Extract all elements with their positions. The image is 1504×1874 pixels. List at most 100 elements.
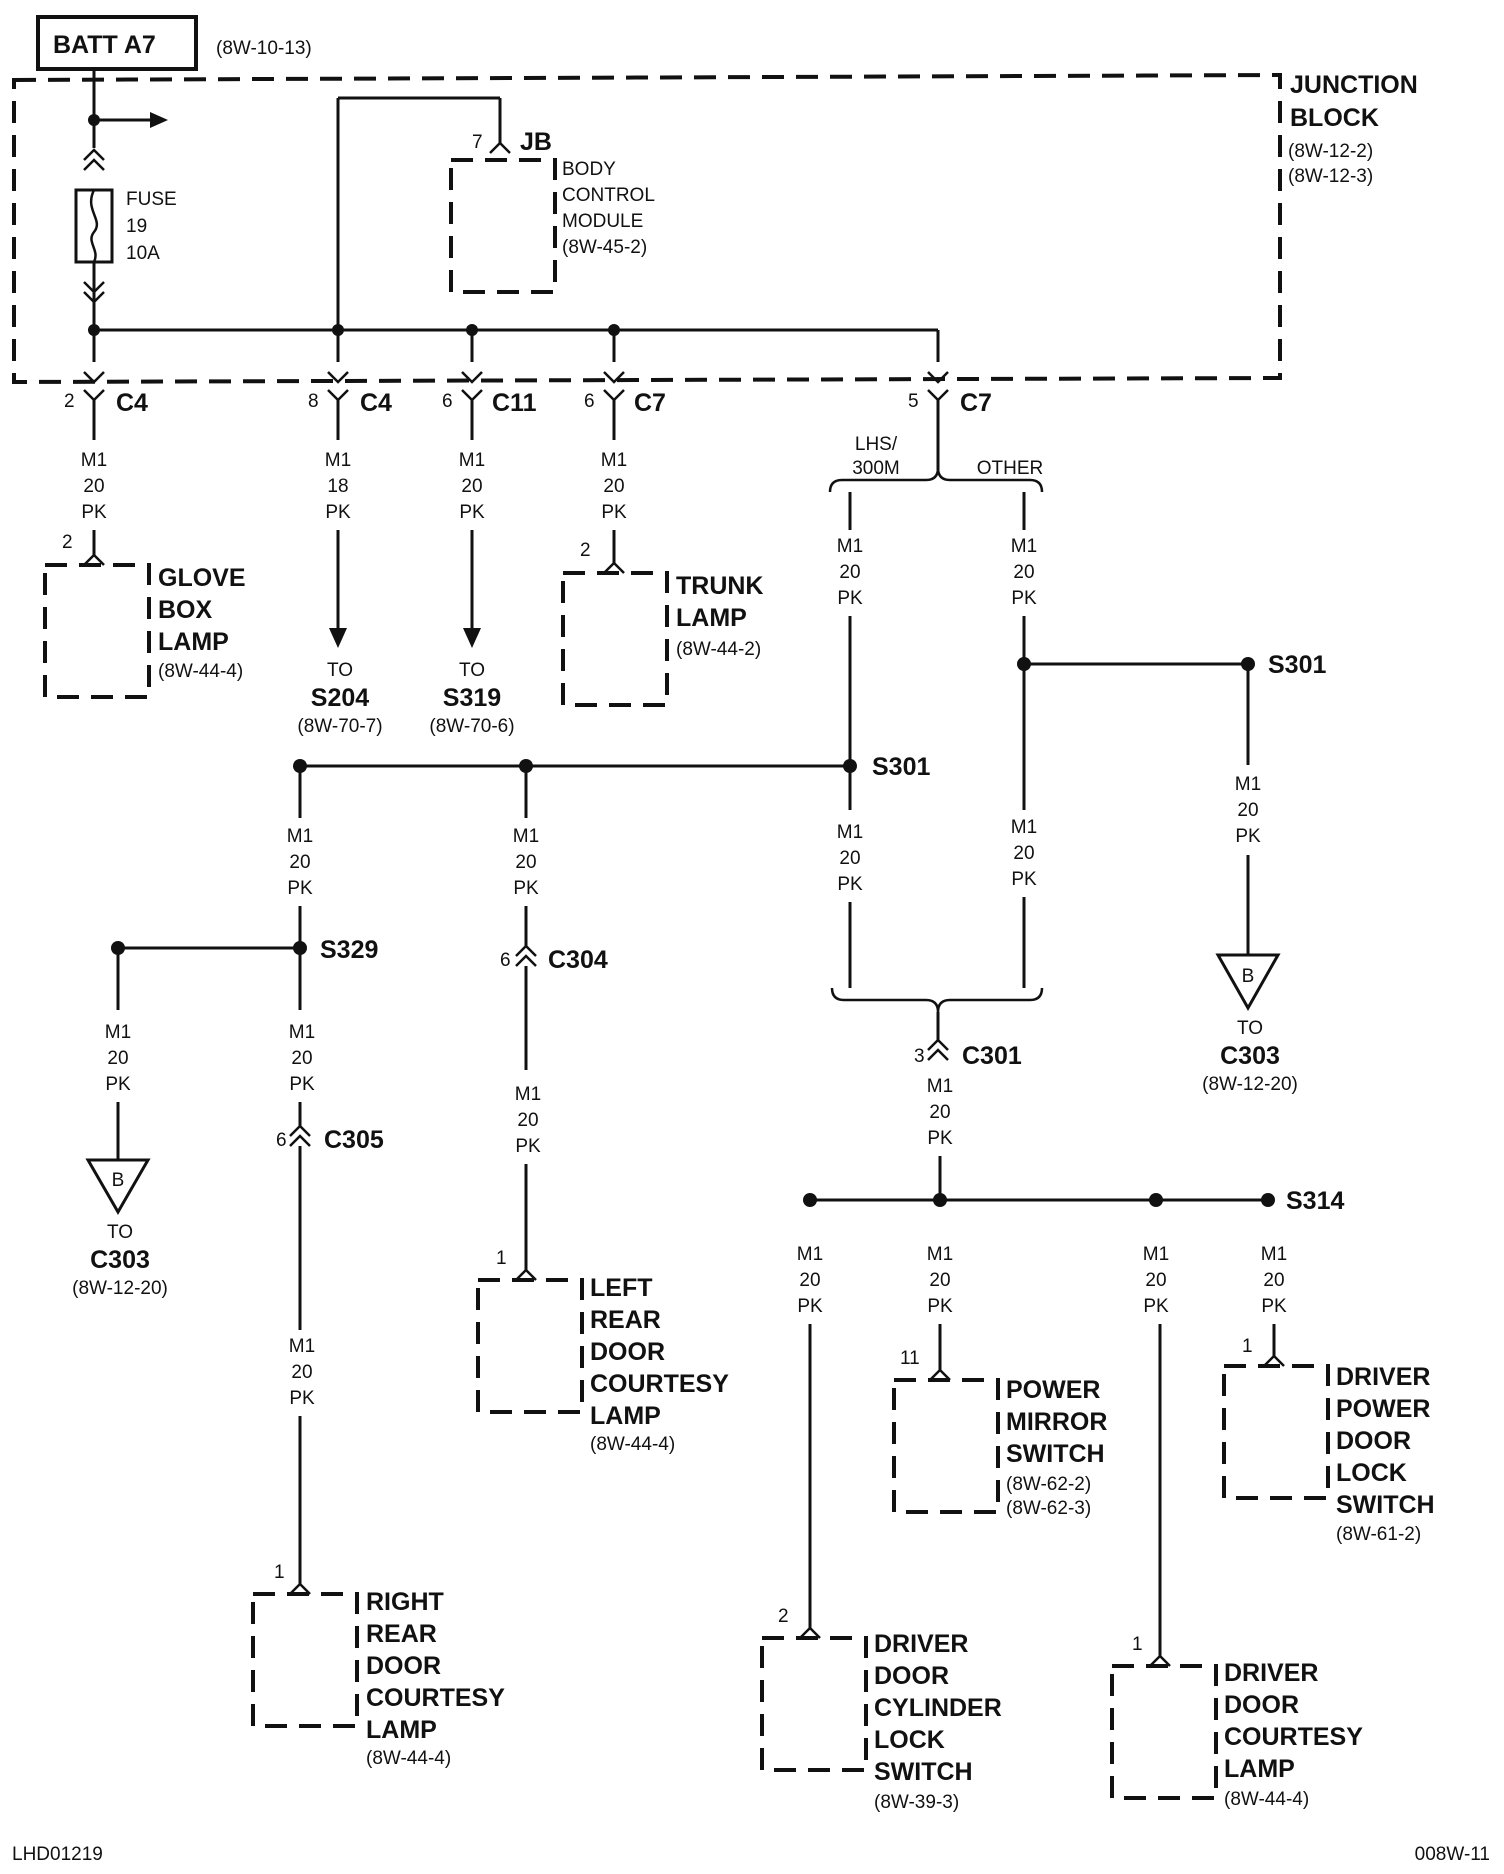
driver-cyl-label-5: SWITCH [874, 1758, 973, 1786]
wire-lhs-color: PK [837, 588, 863, 609]
power-mirror-label-2: MIRROR [1006, 1408, 1107, 1436]
junction-block-outline [12, 72, 1282, 385]
c304-symbol-1 [515, 944, 537, 957]
ground-b-letter-left: B [112, 1170, 125, 1191]
bcm-label-1: BODY [562, 159, 616, 180]
driver-cyl-label-1: DRIVER [874, 1630, 968, 1658]
c301-pin: 3 [914, 1046, 925, 1067]
dest-c303-right-ref: (8W-12-20) [1202, 1074, 1298, 1095]
cyl-pin-symbol [799, 1626, 821, 1639]
wire-s329-gauge: 20 [289, 852, 310, 873]
driver-cyl-label-3: CYLINDER [874, 1694, 1002, 1722]
driver-pdl-ref: (8W-61-2) [1336, 1524, 1421, 1545]
splice-s301 [843, 759, 857, 773]
left-rear-label-3: DOOR [590, 1338, 665, 1366]
bcm-label-4: (8W-45-2) [562, 237, 647, 258]
glove-box-ref: (8W-44-4) [158, 661, 243, 682]
driver-door-courtesy-lamp-box [1110, 1664, 1218, 1800]
option-left-label-1: LHS/ [855, 434, 898, 455]
driver-pdl-pin: 1 [1242, 1336, 1253, 1357]
splice-mirror-node [933, 1193, 947, 1207]
to-c303-left-label: TO [107, 1222, 133, 1243]
batt-source-box [36, 15, 198, 71]
junction-block-label-2: BLOCK [1290, 104, 1379, 132]
driver-courtesy-label-3: COURTESY [1224, 1723, 1363, 1751]
wire-s319-circuit: M1 [459, 450, 485, 471]
wire-other2-circuit: M1 [1011, 817, 1037, 838]
ground-b-symbol-left [85, 1158, 151, 1216]
wire-lr2-gauge: 20 [517, 1110, 538, 1131]
wire-cyl-color: PK [797, 1296, 823, 1317]
option-left-label-2: 300M [852, 458, 900, 479]
wire-lr1-gauge: 20 [515, 852, 536, 873]
trunk-pin-symbol [603, 561, 625, 574]
c305-symbol-2 [289, 1134, 311, 1147]
driver-courtesy-pin: 1 [1132, 1634, 1143, 1655]
right-rear-label-2: REAR [366, 1620, 437, 1648]
splice-s314 [1261, 1193, 1275, 1207]
conn-c4-a-name: C4 [116, 389, 148, 417]
wire-other-circuit: M1 [1011, 536, 1037, 557]
glove-box-label-3: LAMP [158, 628, 229, 656]
wire-rr1-circuit: M1 [289, 1022, 315, 1043]
conn-c4-b-pin: 8 [308, 391, 319, 412]
wire-mirror-circuit: M1 [927, 1244, 953, 1265]
pdl-pin-symbol [1263, 1354, 1285, 1367]
power-mirror-label-3: SWITCH [1006, 1440, 1105, 1468]
footer-right-id: 008W-11 [1415, 1844, 1490, 1865]
wire-trunk-color: PK [601, 502, 627, 523]
ground-b-symbol-right [1215, 953, 1281, 1012]
option-right-label: OTHER [977, 458, 1044, 479]
junction-bus [88, 96, 940, 362]
trunk-label-1: TRUNK [676, 572, 764, 600]
fuse-label-2: 19 [126, 216, 147, 237]
junction-block-ref-2: (8W-12-3) [1288, 166, 1373, 187]
wire-glove-color: PK [81, 502, 107, 523]
dest-s319-name: S319 [443, 684, 501, 712]
wire-gl-gauge: 20 [107, 1048, 128, 1069]
driver-power-door-lock-switch-box [1222, 1364, 1330, 1500]
bcm-label-3: MODULE [562, 211, 643, 232]
c305-symbol-1 [289, 1124, 311, 1137]
driver-pdl-label-3: DOOR [1336, 1427, 1411, 1455]
wire-lr2-color: PK [515, 1136, 541, 1157]
batt-source-label: BATT A7 [53, 31, 156, 59]
wire-other-gauge: 20 [1013, 562, 1034, 583]
driver-pdl-label-4: LOCK [1336, 1459, 1407, 1487]
wire-lhs-gauge: 20 [839, 562, 860, 583]
wire-dcourtesy-color: PK [1143, 1296, 1169, 1317]
wire-s204-color: PK [325, 502, 351, 523]
junction-block-label-1: JUNCTION [1290, 71, 1418, 99]
power-mirror-ref-1: (8W-62-2) [1006, 1474, 1091, 1495]
dest-c303-right-name: C303 [1220, 1042, 1280, 1070]
mirror-pin-symbol [929, 1368, 951, 1381]
option-brace-top [828, 467, 1044, 493]
option-brace-bottom [830, 987, 1044, 1013]
wire-s319-gauge: 20 [461, 476, 482, 497]
splice-s301-right-label: S301 [1268, 651, 1326, 679]
dest-c303-left-ref: (8W-12-20) [72, 1278, 168, 1299]
wire-mirror-gauge: 20 [929, 1270, 950, 1291]
wire-pdl-circuit: M1 [1261, 1244, 1287, 1265]
conn-c7-b-name: C7 [960, 389, 992, 417]
bcm-label-2: CONTROL [562, 185, 655, 206]
dest-s204-ref: (8W-70-7) [297, 716, 382, 737]
wire-lhs2-color: PK [837, 874, 863, 895]
wire-trunk-circuit: M1 [601, 450, 627, 471]
glove-box-label-1: GLOVE [158, 564, 246, 592]
power-mirror-switch-box [892, 1378, 1000, 1514]
c304-pin: 6 [500, 950, 511, 971]
c305-pin: 6 [276, 1130, 287, 1151]
wire-other2-color: PK [1011, 869, 1037, 890]
driver-courtesy-label-1: DRIVER [1224, 1659, 1318, 1687]
wire-pdl-gauge: 20 [1263, 1270, 1284, 1291]
driver-door-cylinder-lock-switch-box [760, 1636, 868, 1772]
driver-courtesy-label-2: DOOR [1224, 1691, 1299, 1719]
right-rear-label-5: LAMP [366, 1716, 437, 1744]
c304-name: C304 [548, 946, 608, 974]
to-s319-label: TO [459, 660, 485, 681]
glove-box-pin: 2 [62, 532, 73, 553]
wire-s329-color: PK [287, 878, 313, 899]
right-rear-label-4: COURTESY [366, 1684, 505, 1712]
left-rear-ref: (8W-44-4) [590, 1434, 675, 1455]
